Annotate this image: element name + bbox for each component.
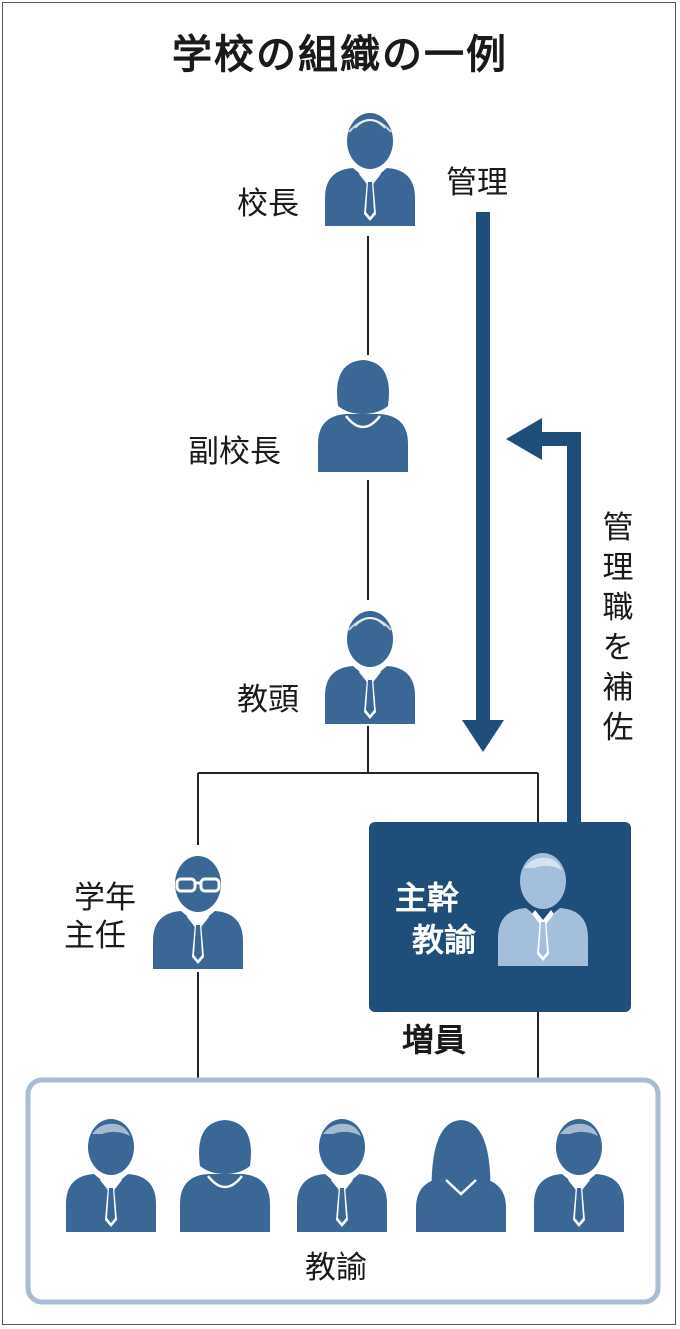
head-teacher-icon [325, 610, 415, 724]
vice-principal-icon [318, 358, 408, 474]
grade-leader-label-line1: 学年 [74, 880, 136, 916]
management-arrow [462, 212, 504, 752]
assist-char-2: 理 [602, 550, 634, 586]
increase-label: 増員 [402, 1021, 467, 1059]
head-teacher-label: 教頭 [237, 682, 299, 718]
assist-char-6: 佐 [602, 710, 634, 746]
chief-teacher-box [369, 822, 631, 1012]
grade-leader-icon [153, 854, 243, 970]
grade-leader-label-line2: 主任 [64, 918, 126, 954]
principal-label: 校長 [237, 186, 299, 222]
management-label: 管理 [446, 165, 508, 201]
assist-char-1: 管 [602, 510, 634, 546]
connector-lines [197, 236, 539, 1080]
vice-principal-label: 副校長 [188, 434, 281, 470]
assist-arrow [506, 418, 581, 824]
chief-teacher-label-line2: 教諭 [412, 921, 477, 959]
chief-teacher-label-line1: 主幹 [395, 879, 460, 917]
assist-char-3: 職 [602, 590, 634, 626]
diagram-title: 学校の組織の一例 [172, 32, 508, 78]
assist-char-4: を [602, 630, 634, 666]
principal-icon [325, 112, 415, 226]
assist-char-5: 補 [602, 670, 634, 706]
teachers-label: 教諭 [305, 1250, 367, 1286]
